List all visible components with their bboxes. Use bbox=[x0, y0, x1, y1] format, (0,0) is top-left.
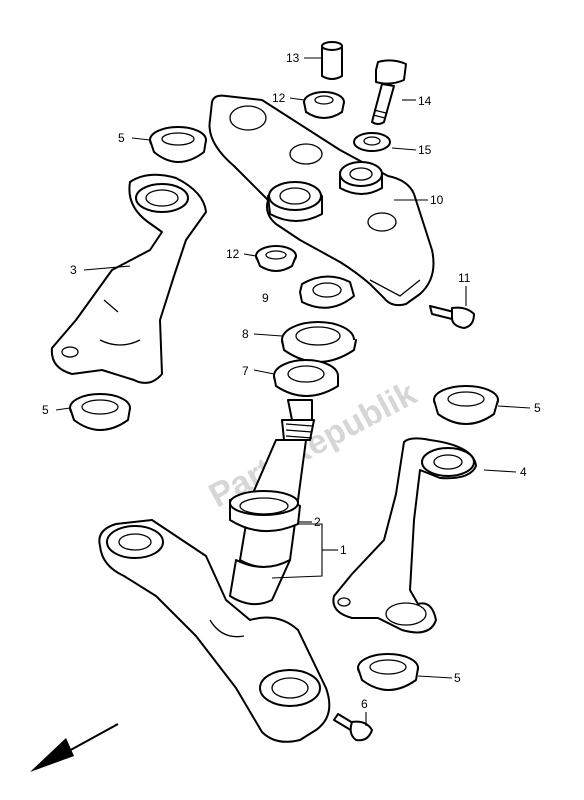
callout-5-top-left: 5 bbox=[118, 131, 125, 145]
callout-1: 1 bbox=[340, 543, 347, 557]
part-5-grommet-top-left[interactable] bbox=[149, 126, 207, 163]
part-5-grommet-bottom[interactable] bbox=[357, 653, 419, 691]
part-13-spacer[interactable] bbox=[321, 41, 343, 80]
callout-6: 6 bbox=[361, 697, 368, 711]
callout-15: 15 bbox=[418, 143, 432, 157]
callout-5-mid-left: 5 bbox=[42, 403, 49, 417]
callout-13: 13 bbox=[286, 51, 300, 65]
callout-9: 9 bbox=[262, 291, 269, 305]
part-11-bolt[interactable] bbox=[429, 305, 475, 329]
front-direction-arrow-icon bbox=[30, 723, 119, 772]
part-12-lower-washer[interactable] bbox=[255, 245, 297, 272]
part-1-steering-stem[interactable] bbox=[229, 399, 315, 606]
part-2-lower-bearing[interactable] bbox=[239, 497, 289, 515]
lower-bracket[interactable] bbox=[98, 519, 331, 743]
callout-10: 10 bbox=[430, 193, 444, 207]
part-12-upper-washer[interactable] bbox=[303, 91, 345, 119]
callout-2: 2 bbox=[314, 515, 321, 529]
callout-8: 8 bbox=[242, 327, 249, 341]
part-9-nut[interactable] bbox=[299, 275, 355, 309]
callout-7: 7 bbox=[242, 364, 249, 378]
part-5-grommet-mid-right[interactable] bbox=[433, 385, 499, 425]
callout-5-mid-right: 5 bbox=[534, 401, 541, 415]
callout-5-bottom: 5 bbox=[454, 671, 461, 685]
part-14-bolt[interactable] bbox=[371, 59, 407, 125]
callout-4: 4 bbox=[520, 465, 527, 479]
part-10-upper-bracket[interactable] bbox=[208, 94, 435, 307]
leader-lines bbox=[55, 57, 531, 726]
part-7-bearing[interactable] bbox=[273, 359, 339, 397]
part-5-grommet-mid-left[interactable] bbox=[69, 393, 131, 431]
callout-3: 3 bbox=[70, 263, 77, 277]
part-4-right-bracket[interactable] bbox=[332, 437, 477, 634]
callout-11: 11 bbox=[458, 271, 471, 285]
part-6-bolt[interactable] bbox=[333, 713, 373, 742]
part-15-washer[interactable] bbox=[353, 132, 391, 152]
callout-12-lower: 12 bbox=[226, 247, 240, 261]
part-8-seal[interactable] bbox=[281, 321, 357, 363]
part-3-left-bracket[interactable] bbox=[50, 173, 207, 384]
callout-12-upper: 12 bbox=[272, 91, 286, 105]
callout-14: 14 bbox=[418, 94, 432, 108]
